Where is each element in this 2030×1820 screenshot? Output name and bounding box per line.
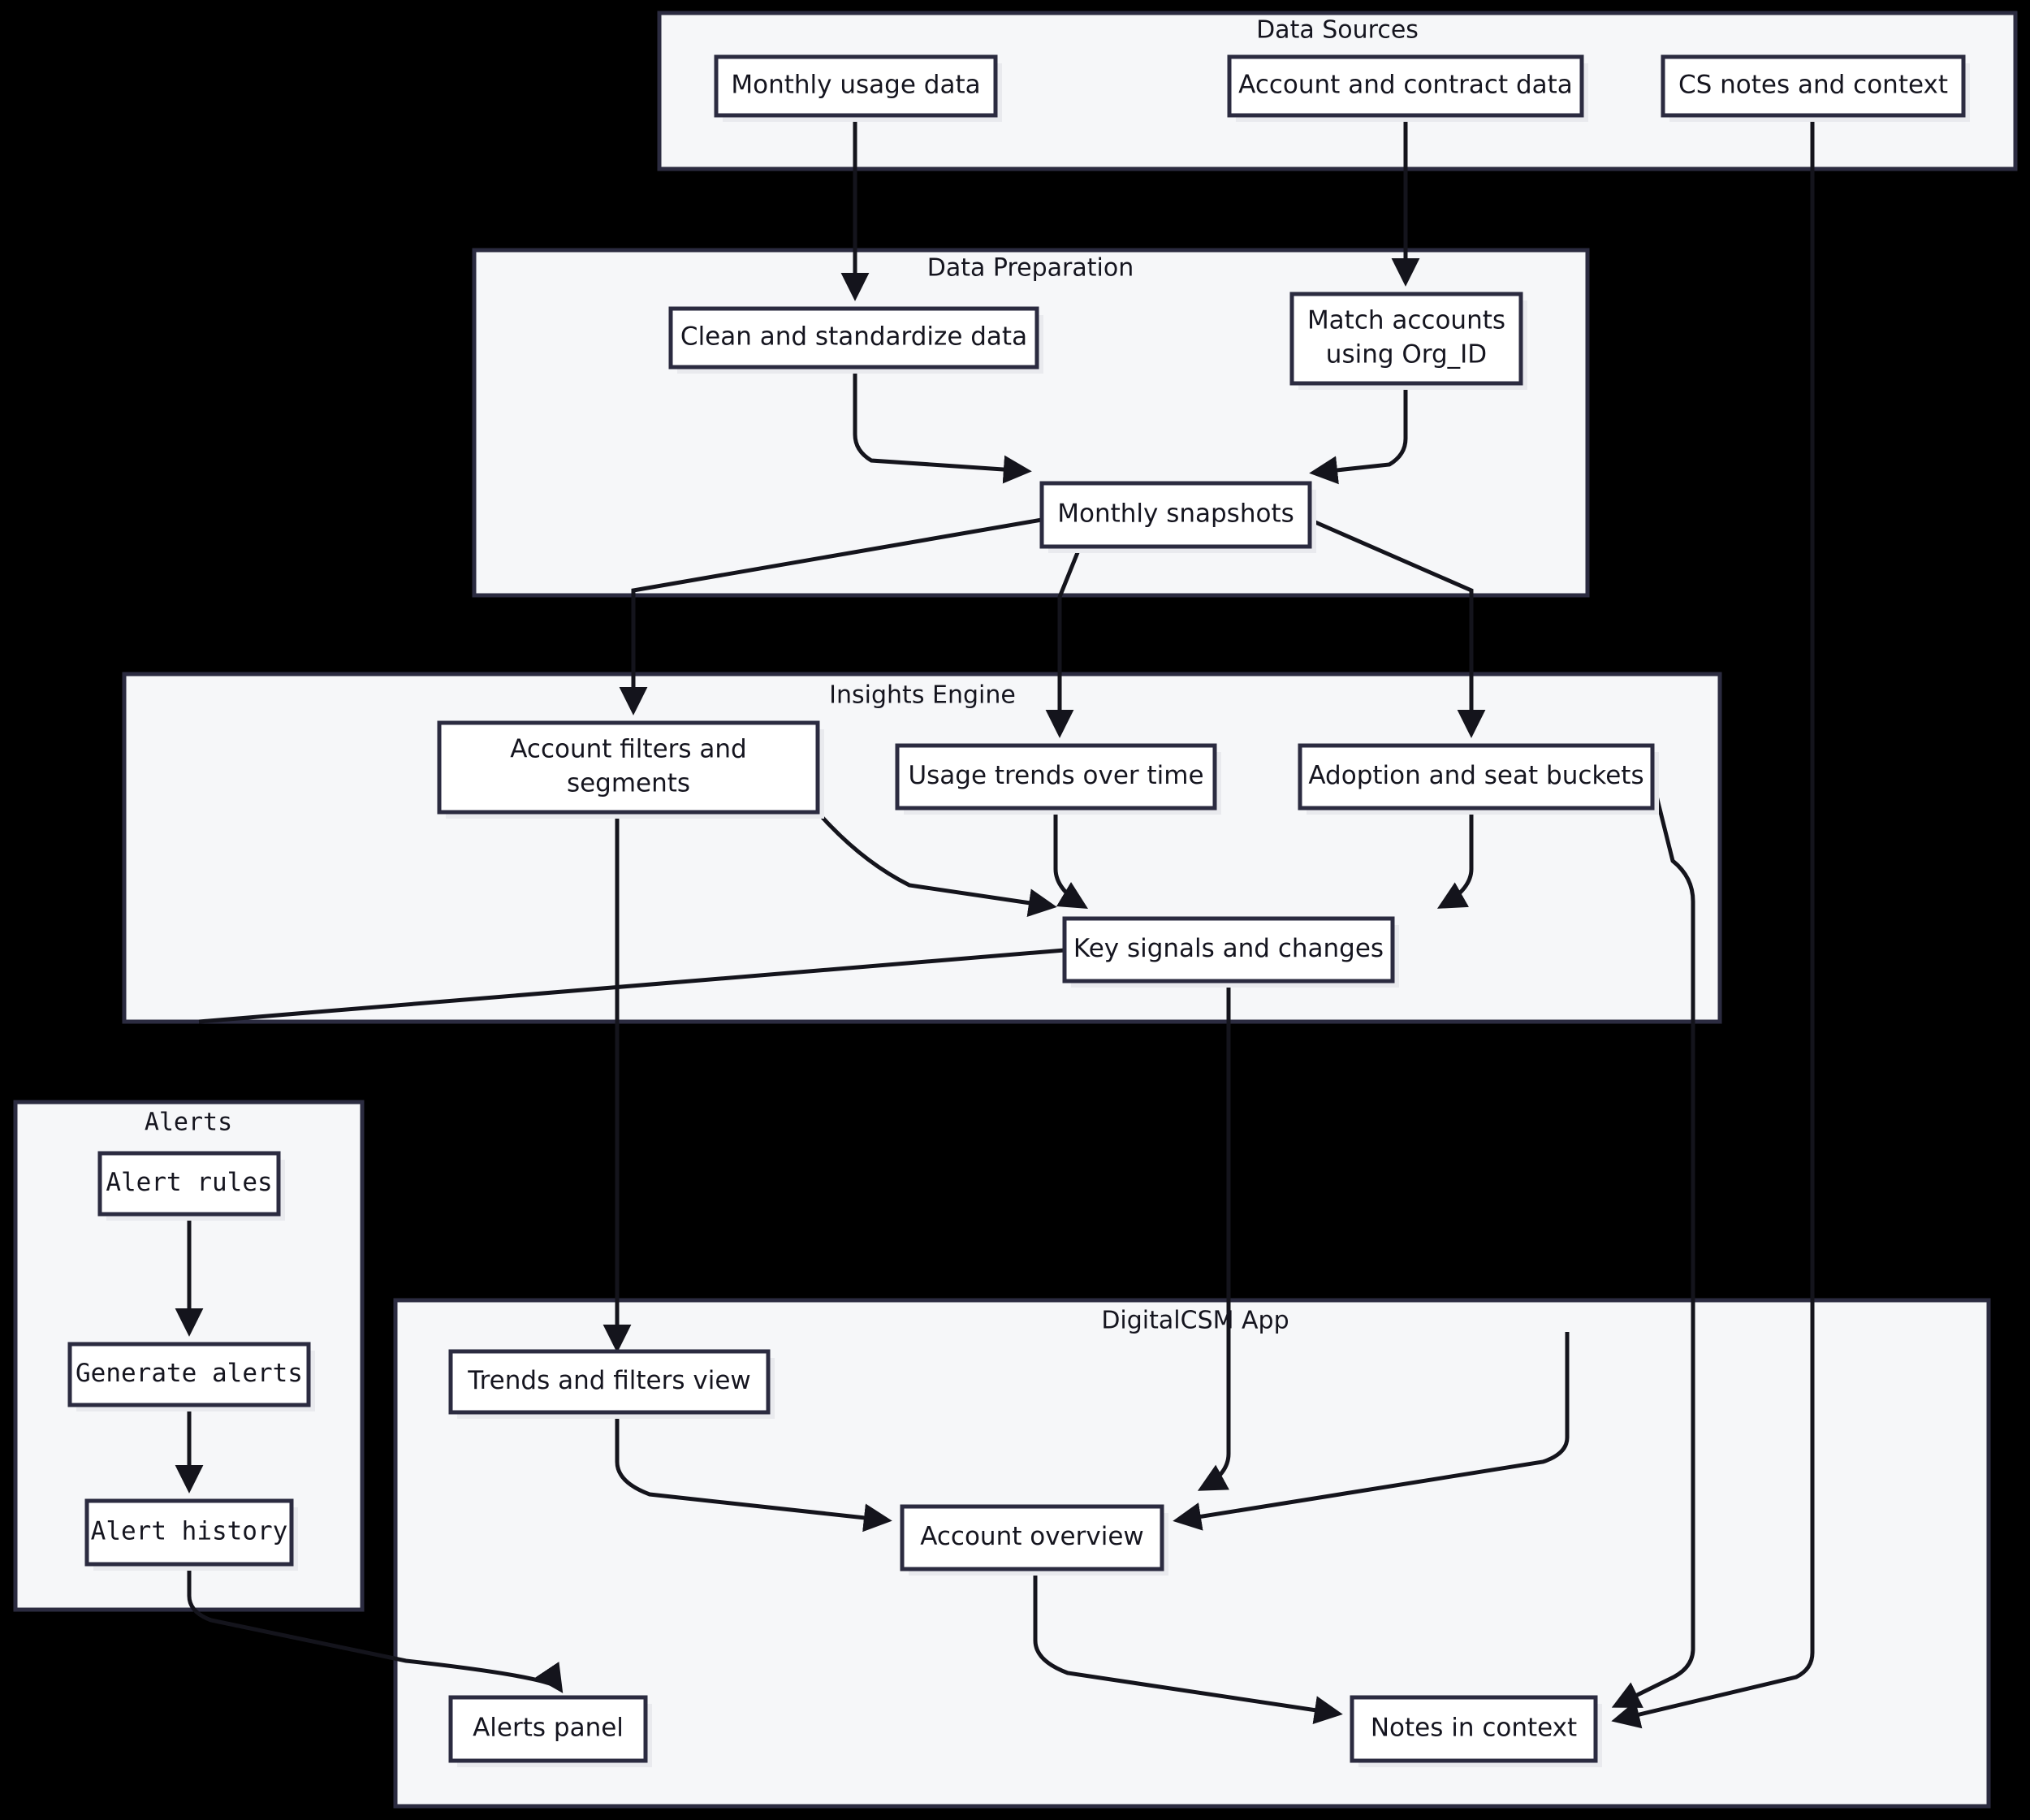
- node-label-account-contract-data: Account and contract data: [1238, 71, 1573, 100]
- edge-snapshots-to-trends: [1045, 546, 1082, 738]
- node-label-usage-trends: Usage trends over time: [908, 761, 1203, 790]
- node-label-account-filters: segments: [567, 769, 690, 798]
- node-label-adoption-seats: Adoption and seat buckets: [1308, 761, 1643, 790]
- edge-signals-to-overview: [1197, 981, 1231, 1491]
- node-generate-alerts[interactable]: Generate alerts: [67, 1342, 315, 1411]
- node-trends-filters-view[interactable]: Trends and filters view: [448, 1349, 775, 1419]
- edge-filters-to-signals: [816, 811, 1057, 918]
- edge-group: [175, 115, 1815, 1729]
- node-monthly-snapshots[interactable]: Monthly snapshots: [1039, 481, 1316, 553]
- node-box-clean-standardize[interactable]: [668, 306, 1039, 370]
- node-box-alerts-panel[interactable]: [448, 1695, 648, 1763]
- node-label-alert-rules: Alert rules: [106, 1168, 272, 1197]
- edge-trendsview-to-overview: [615, 1412, 892, 1533]
- cluster-label-data-sources: Data Sources: [1256, 16, 1419, 45]
- node-label-clean-standardize: Clean and standardize data: [680, 322, 1027, 352]
- node-clean-standardize[interactable]: Clean and standardize data: [668, 306, 1043, 374]
- edge-trends-to-signals: [1053, 808, 1089, 910]
- node-label-match-accounts: Match accounts: [1307, 306, 1505, 335]
- node-label-monthly-usage-data: Monthly usage data: [731, 71, 980, 100]
- node-box-trends-filters-view[interactable]: [448, 1349, 771, 1415]
- node-match-accounts[interactable]: Match accounts using Org_ID: [1289, 292, 1527, 390]
- node-group: Monthly usage data Account and contract d…: [67, 54, 1970, 1767]
- node-box-generate-alerts[interactable]: [67, 1342, 311, 1407]
- edge-adoption-to-signals: [1436, 808, 1474, 909]
- node-label-account-overview: Account overview: [920, 1522, 1144, 1551]
- node-label-account-filters: Account filters and: [510, 735, 746, 764]
- node-account-overview[interactable]: Account overview: [900, 1504, 1168, 1576]
- edge-notes-to-app: [1611, 115, 1815, 1729]
- edge-signals-left-to-overview: [198, 948, 1065, 1024]
- node-box-alert-rules[interactable]: [97, 1151, 281, 1217]
- node-account-contract-data[interactable]: Account and contract data: [1227, 54, 1588, 122]
- node-alerts-panel[interactable]: Alerts panel: [448, 1695, 652, 1767]
- edge-overview-to-notes: [1033, 1569, 1343, 1724]
- cluster-insights-engine: [122, 672, 1722, 1024]
- node-box-monthly-usage-data[interactable]: [714, 54, 998, 118]
- cluster-label-insights-engine: Insights Engine: [829, 681, 1016, 710]
- node-label-cs-notes-context: CS notes and context: [1678, 71, 1948, 100]
- node-adoption-seats[interactable]: Adoption and seat buckets: [1298, 743, 1659, 815]
- edge-overview-in-right: [1173, 1332, 1570, 1531]
- node-box-notes-in-context[interactable]: [1350, 1695, 1598, 1763]
- node-usage-trends[interactable]: Usage trends over time: [895, 743, 1221, 815]
- node-box-account-filters[interactable]: [437, 720, 820, 815]
- node-box-cs-notes-context[interactable]: [1661, 54, 1966, 118]
- node-label-monthly-snapshots: Monthly snapshots: [1057, 499, 1294, 529]
- edge-adoption-to-notes: [1611, 779, 1695, 1708]
- node-label-trends-filters-view: Trends and filters view: [467, 1366, 751, 1395]
- node-label-key-signals: Key signals and changes: [1073, 934, 1384, 963]
- cluster-label-alerts: Alerts: [145, 1109, 232, 1137]
- edge-snapshots-to-adoption: [1308, 517, 1486, 738]
- node-label-alert-history: Alert history: [91, 1517, 288, 1546]
- edge-snapshots-to-filters: [619, 517, 1043, 715]
- node-box-key-signals[interactable]: [1062, 916, 1395, 983]
- node-key-signals[interactable]: Key signals and changes: [1062, 916, 1399, 988]
- edge-match-to-snapshots: [1309, 383, 1408, 485]
- edge-clean-to-snapshots: [853, 367, 1032, 484]
- node-box-monthly-snapshots[interactable]: [1039, 481, 1312, 549]
- cluster-label-digitalcsm-app: DigitalCSM App: [1101, 1307, 1289, 1335]
- node-cs-notes-context[interactable]: CS notes and context: [1661, 54, 1970, 122]
- node-monthly-usage-data[interactable]: Monthly usage data: [714, 54, 1002, 122]
- node-box-account-overview[interactable]: [900, 1504, 1164, 1571]
- cluster-label-data-preparation: Data Preparation: [927, 254, 1134, 283]
- node-label-match-accounts: using Org_ID: [1326, 340, 1487, 370]
- node-box-adoption-seats[interactable]: [1298, 743, 1655, 811]
- node-box-usage-trends[interactable]: [895, 743, 1217, 811]
- node-label-generate-alerts: Generate alerts: [76, 1359, 303, 1388]
- edge-history-to-panel: [187, 1564, 564, 1693]
- node-alert-history[interactable]: Alert history: [84, 1498, 298, 1571]
- node-notes-in-context[interactable]: Notes in context: [1350, 1695, 1602, 1767]
- node-label-notes-in-context: Notes in context: [1371, 1714, 1577, 1743]
- node-account-filters[interactable]: Account filters and segments: [437, 720, 824, 819]
- node-box-match-accounts[interactable]: [1289, 292, 1523, 386]
- node-box-alert-history[interactable]: [84, 1498, 294, 1567]
- node-box-account-contract-data[interactable]: [1227, 54, 1584, 118]
- node-label-alerts-panel: Alerts panel: [473, 1714, 624, 1743]
- node-alert-rules[interactable]: Alert rules: [97, 1151, 285, 1221]
